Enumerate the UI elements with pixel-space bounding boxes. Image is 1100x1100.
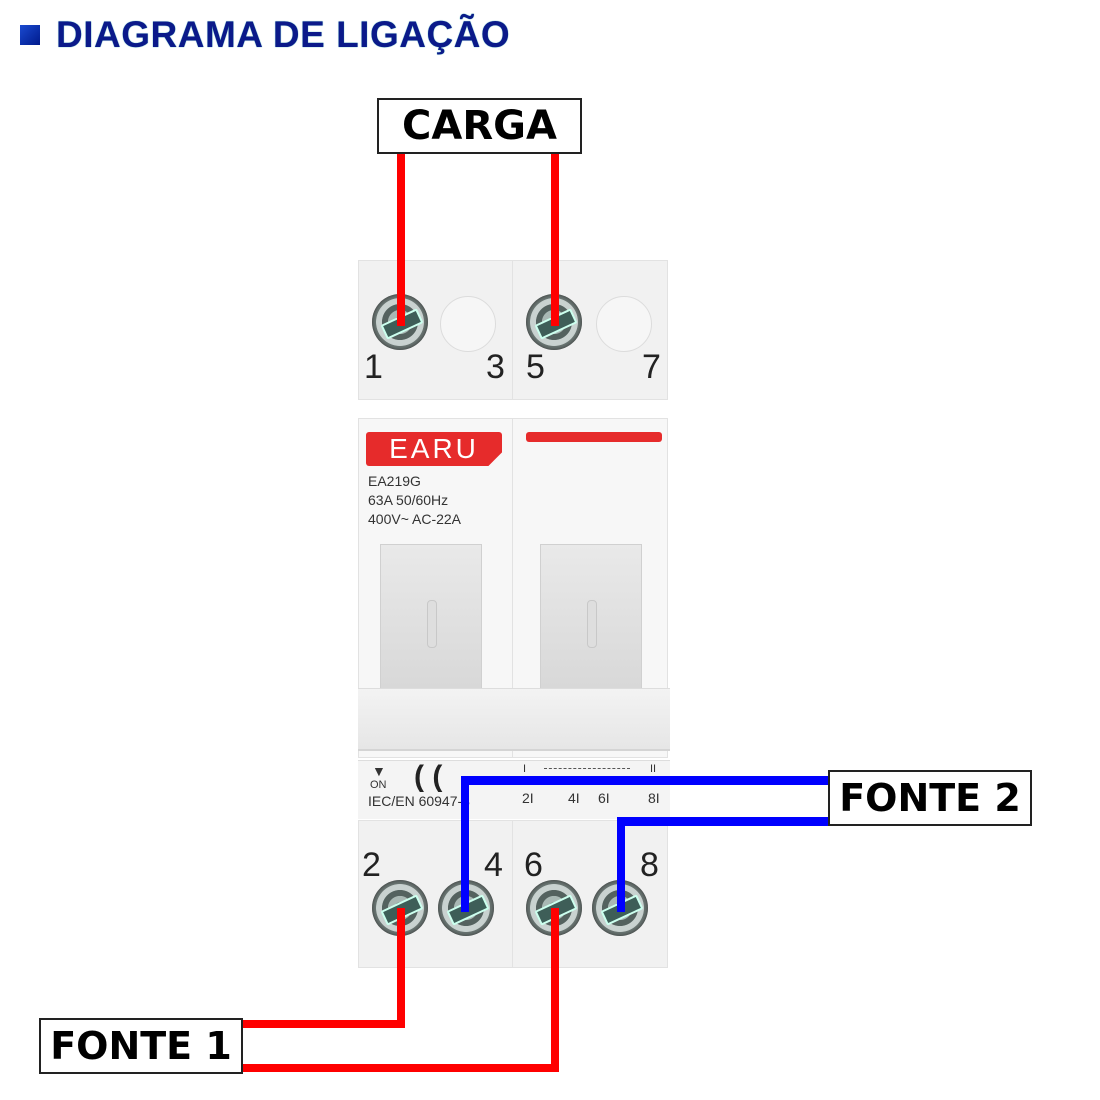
terminal-label-6: 6 [524,846,543,884]
load-wire-to-1 [397,154,405,326]
terminal-label-2: 2 [362,846,381,884]
source2-label: FONTE 2 [828,770,1032,826]
source1-wire-to-6 [551,908,559,1072]
marking-band [358,760,670,819]
contact-mark-4: 4I [568,790,580,806]
on-label: ON [370,779,387,791]
empty-terminal-3 [440,296,496,352]
terminal-label-4: 4 [484,846,503,884]
rating-text: 63A 50/60Hz [368,492,449,508]
contact-mark-8: 8I [648,790,660,806]
on-arrow-icon: ▼ [372,763,386,779]
position-mark-2: II [650,763,657,775]
page-title: DIAGRAMA DE LIGAÇÃO [20,14,510,56]
source2-wire-top-horizontal [461,776,829,785]
source1-wire-lower-horizontal [240,1064,559,1072]
position-mark-1: I [523,763,527,775]
handle-bar [358,688,670,751]
source2-wire-to-4 [461,776,469,912]
model-text: EA219G [368,473,421,489]
handle-slot-left [427,600,437,648]
contact-mark-2: 2I [522,790,534,806]
title-bullet-icon [20,25,40,45]
terminal-label-8: 8 [640,846,659,884]
standard-text: IEC/EN 60947-3 [368,793,470,809]
transfer-switch: 1 3 5 7 EARU EA219G 63A 50/60Hz 400V~ AC… [358,260,670,970]
red-stripe [526,432,662,442]
ce-mark-icon: ( ( [414,760,443,793]
contact-mark-6: 6I [598,790,610,806]
interlock-line [544,768,630,769]
source1-wire-upper-horizontal [240,1020,405,1028]
terminal-label-7: 7 [642,348,661,386]
load-wire-to-5 [551,154,559,326]
voltage-text: 400V~ AC-22A [368,511,462,527]
brand-logo: EARU [366,432,502,466]
empty-terminal-7 [596,296,652,352]
terminal-label-5: 5 [526,348,545,386]
terminal-label-1: 1 [364,348,383,386]
load-label: CARGA [377,98,582,154]
source2-wire-bottom-horizontal [617,817,829,826]
source1-wire-to-2 [397,908,405,1028]
title-text: DIAGRAMA DE LIGAÇÃO [56,14,511,55]
terminal-label-3: 3 [486,348,505,386]
source1-label: FONTE 1 [39,1018,243,1074]
handle-slot-right [587,600,597,648]
source2-wire-to-8 [617,817,625,912]
